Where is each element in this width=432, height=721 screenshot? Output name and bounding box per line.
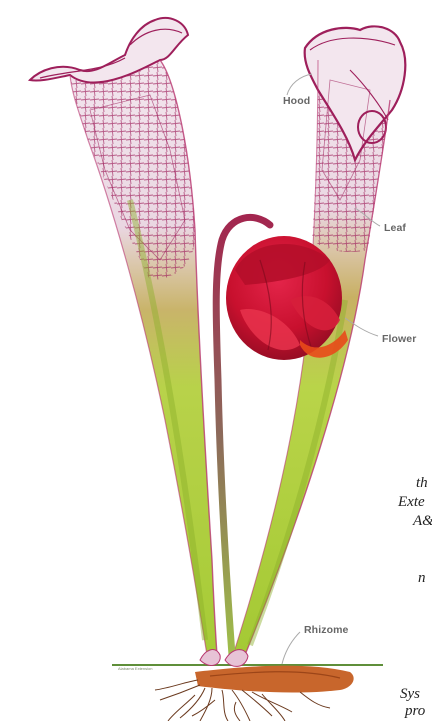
cut-text-line-2: Exte <box>398 494 425 511</box>
cut-text-line-3: A& <box>413 513 432 530</box>
hood-leader-line <box>287 74 312 95</box>
ground-caption: Alabama Extension <box>118 666 152 671</box>
hood-label: Hood <box>283 95 310 107</box>
cut-text-line-4: n <box>418 570 426 587</box>
cut-text-line-5: Sys <box>400 686 420 703</box>
cut-text-line-6: pro <box>405 703 425 720</box>
left-pitcher-leaf <box>30 18 217 655</box>
cut-text-line-1: th <box>416 475 428 492</box>
rhizome-label: Rhizome <box>304 624 348 636</box>
flower-label: Flower <box>382 333 416 345</box>
leaf-label: Leaf <box>384 222 406 234</box>
rhizome <box>195 650 354 693</box>
rhizome-leader-line <box>282 632 300 664</box>
